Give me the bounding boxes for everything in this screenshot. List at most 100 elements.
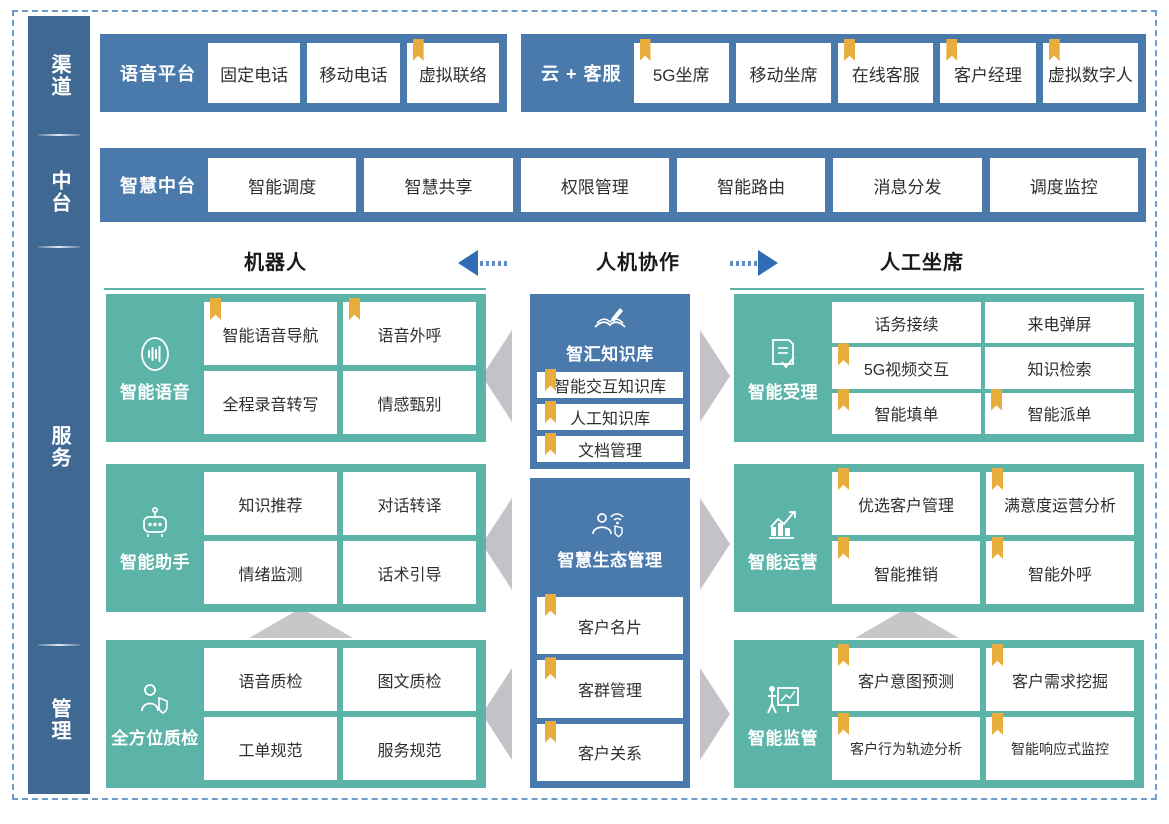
chevron-right-icon-2 xyxy=(700,498,730,590)
feature-emotion-monitor[interactable]: 情绪监测 xyxy=(204,541,337,604)
service-card-smart-assistant: 智能助手 知识推荐 对话转译 情绪监测 话术引导 xyxy=(106,464,486,612)
feature-customer-relationship[interactable]: 客户关系 xyxy=(537,720,683,781)
feature-label: 客户名片 xyxy=(577,619,642,637)
feature-label: 人工知识库 xyxy=(569,411,650,428)
feature-knowledge-recommend[interactable]: 知识推荐 xyxy=(204,472,337,535)
bookmark-ribbon-icon xyxy=(992,468,1003,490)
channel-chip-5g-seat[interactable]: 5G坐席 xyxy=(633,39,729,103)
service-card-full-quality-header: 全方位质检 xyxy=(106,640,204,788)
feature-label: 智能语音导航 xyxy=(222,327,319,345)
channel-chip-fixed-phone[interactable]: 固定电话 xyxy=(208,43,301,103)
feature-customer-group-mgmt[interactable]: 客群管理 xyxy=(537,657,683,718)
feature-text-image-quality[interactable]: 图文质检 xyxy=(343,648,476,711)
feature-manual-knowledge-base[interactable]: 人工知识库 xyxy=(537,401,683,430)
platform-chip-label: 调度监控 xyxy=(1029,177,1098,197)
feature-ticket-standard[interactable]: 工单规范 xyxy=(204,717,337,780)
bookmark-ribbon-icon xyxy=(210,298,221,320)
bookmark-ribbon-icon xyxy=(838,468,849,490)
open-book-pen-icon xyxy=(591,305,629,338)
person-shield-icon xyxy=(135,680,175,720)
platform-chip-smart-dispatch[interactable]: 智能调度 xyxy=(208,158,357,212)
bookmark-ribbon-icon xyxy=(545,401,556,423)
bookmark-ribbon-icon xyxy=(838,343,849,366)
feature-interactive-knowledge-base[interactable]: 智能交互知识库 xyxy=(537,369,683,398)
channel-chip-account-manager[interactable]: 客户经理 xyxy=(940,39,1036,103)
feature-smart-outbound[interactable]: 智能外呼 xyxy=(986,537,1134,604)
platform-row-title: 智慧中台 xyxy=(120,176,196,196)
rail-section-channel[interactable]: 渠道 xyxy=(28,16,90,136)
feature-emotion-detect[interactable]: 情感甄别 xyxy=(343,371,476,434)
feature-premium-customer-mgmt[interactable]: 优选客户管理 xyxy=(832,468,980,535)
feature-script-guide[interactable]: 话术引导 xyxy=(343,541,476,604)
channel-chip-virtual-human[interactable]: 虚拟数字人 xyxy=(1042,39,1138,103)
column-headings: 机器人 人机协作 人工坐席 xyxy=(96,240,1146,286)
chevron-right-icon-1 xyxy=(700,330,730,422)
feature-smart-form-fill[interactable]: 智能填单 xyxy=(832,388,981,434)
feature-knowledge-search[interactable]: 知识检索 xyxy=(985,347,1134,389)
feature-customer-card[interactable]: 客户名片 xyxy=(537,594,683,655)
bookmark-ribbon-icon xyxy=(412,39,424,61)
feature-label: 服务规范 xyxy=(377,742,442,760)
feature-label: 智能派单 xyxy=(1027,407,1092,425)
channel-chip-mobile-seat[interactable]: 移动坐席 xyxy=(735,43,832,103)
channel-group-voice-platform: 语音平台 固定电话 移动电话 虚拟联络 xyxy=(100,34,507,112)
channel-chip-label: 虚拟数字人 xyxy=(1047,65,1133,85)
feature-responsive-monitoring[interactable]: 智能响应式监控 xyxy=(986,713,1134,780)
feature-5g-video-interaction[interactable]: 5G视频交互 xyxy=(832,343,981,389)
feature-smart-ticket-dispatch[interactable]: 智能派单 xyxy=(985,388,1134,434)
feature-label: 对话转译 xyxy=(377,497,442,515)
platform-chip-message-dist[interactable]: 消息分发 xyxy=(833,158,982,212)
feature-full-recording-transcribe[interactable]: 全程录音转写 xyxy=(204,371,337,434)
chevron-right-icon-3 xyxy=(700,668,730,760)
channel-chip-mobile-phone[interactable]: 移动电话 xyxy=(307,43,400,103)
robot-icon xyxy=(135,504,175,544)
channel-chip-online-service[interactable]: 在线客服 xyxy=(838,39,934,103)
heading-human-machine: 人机协作 xyxy=(596,252,680,274)
feature-smart-marketing[interactable]: 智能推销 xyxy=(832,537,980,604)
dash-connector-right xyxy=(730,261,758,266)
feature-intent-prediction[interactable]: 客户意图预测 xyxy=(832,644,980,711)
feature-dialog-translate[interactable]: 对话转译 xyxy=(343,472,476,535)
rail-divider-3 xyxy=(38,644,80,646)
rail-section-management[interactable]: 管理 xyxy=(28,646,90,794)
bookmark-ribbon-icon xyxy=(349,298,360,320)
feature-call-connect[interactable]: 话务接续 xyxy=(832,302,981,344)
rail-section-service[interactable]: 服务 xyxy=(28,248,90,646)
feature-label: 图文质检 xyxy=(377,673,442,691)
service-card-smart-operations: 智能运营 优选客户管理 满意度运营分析 智能推销 智能外呼 xyxy=(734,464,1144,612)
bookmark-ribbon-icon xyxy=(838,713,849,735)
channel-chip-label: 虚拟联络 xyxy=(418,65,487,85)
platform-chip-smart-sharing[interactable]: 智慧共享 xyxy=(364,158,513,212)
bookmark-ribbon-icon xyxy=(838,388,849,411)
rail-section-platform[interactable]: 中台 xyxy=(28,136,90,248)
platform-chip-smart-routing[interactable]: 智能路由 xyxy=(676,158,826,212)
channel-chip-label: 5G坐席 xyxy=(652,65,710,85)
feature-smart-voice-nav[interactable]: 智能语音导航 xyxy=(204,298,337,365)
feature-incoming-popup[interactable]: 来电弹屏 xyxy=(985,302,1134,344)
platform-chip-permission-mgmt[interactable]: 权限管理 xyxy=(520,158,669,212)
center-panel-knowledge-base: 智汇知识库 智能交互知识库 人工知识库 文档管理 xyxy=(530,294,690,469)
bookmark-ribbon-icon xyxy=(838,537,849,559)
service-card-smart-voice: 智能语音 智能语音导航 语音外呼 全程录音转写 情感甄别 xyxy=(106,294,486,442)
feature-demand-mining[interactable]: 客户需求挖掘 xyxy=(986,644,1134,711)
bookmark-ribbon-icon xyxy=(545,657,556,680)
service-card-smart-supervision: 智能监管 客户意图预测 客户需求挖掘 客户行为轨迹分析 智能响应式监控 xyxy=(734,640,1144,788)
chevron-left-icon-1 xyxy=(482,330,512,422)
feature-label: 客户关系 xyxy=(577,746,642,764)
feature-behavior-trace-analysis[interactable]: 客户行为轨迹分析 xyxy=(832,713,980,780)
channel-chip-virtual-contact[interactable]: 虚拟联络 xyxy=(406,39,499,103)
feature-label: 客户意图预测 xyxy=(857,673,954,691)
bookmark-ribbon-icon xyxy=(639,39,651,61)
platform-row: 智慧中台 智能调度 智慧共享 权限管理 智能路由 消息分发 调度监控 xyxy=(100,148,1146,222)
platform-chip-dispatch-monitor[interactable]: 调度监控 xyxy=(989,158,1138,212)
feature-service-standard[interactable]: 服务规范 xyxy=(343,717,476,780)
heading-rule-left xyxy=(104,288,486,290)
channel-chip-label: 客户经理 xyxy=(954,65,1023,85)
feature-document-mgmt[interactable]: 文档管理 xyxy=(537,433,683,462)
arrow-right-icon xyxy=(758,250,778,276)
rail-label-management: 管理 xyxy=(48,698,70,742)
channel-chip-label: 移动电话 xyxy=(319,65,388,85)
feature-voice-quality[interactable]: 语音质检 xyxy=(204,648,337,711)
feature-voice-outbound[interactable]: 语音外呼 xyxy=(343,298,476,365)
feature-satisfaction-analysis[interactable]: 满意度运营分析 xyxy=(986,468,1134,535)
